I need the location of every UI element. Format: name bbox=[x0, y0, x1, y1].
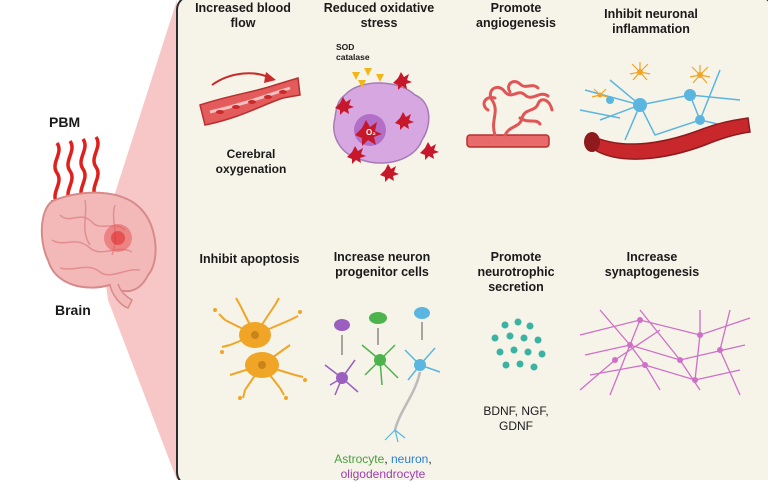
oxidative-stress-title: Reduced oxidative stress bbox=[323, 1, 435, 30]
neuron-text: neuron bbox=[390, 452, 429, 466]
neurotrophic-factors: BDNF, NGF, GDNF bbox=[483, 404, 549, 433]
inflammation-title: Inhibit neuronal inflammation bbox=[604, 7, 698, 36]
cerebral-oxygenation-caption: Cerebral oxygenation bbox=[215, 147, 287, 176]
apoptosis-illustration bbox=[213, 297, 307, 400]
brain-label: Brain bbox=[55, 302, 91, 318]
pbm-label: PBM bbox=[49, 114, 81, 130]
laser-arrows bbox=[53, 135, 100, 205]
inflammation-illustration bbox=[579, 62, 751, 160]
cell-types-legend: Astrocyte, neuron,oligodendrocyte bbox=[318, 452, 448, 482]
synapse-nodes bbox=[612, 317, 723, 383]
blood-flow-title: Increased blood flow bbox=[195, 1, 291, 30]
oligodendrocyte-text: oligodendrocyte bbox=[340, 467, 426, 481]
synaptogenesis-title: Increase synaptogenesis bbox=[604, 250, 700, 279]
separator-2: , bbox=[428, 452, 432, 466]
apoptosis-title: Inhibit apoptosis bbox=[199, 252, 300, 266]
effects-panel bbox=[176, 0, 768, 480]
progenitor-illustration bbox=[324, 307, 441, 443]
enzymes-label: SOD catalase bbox=[336, 42, 370, 62]
brain-illustration bbox=[40, 191, 157, 309]
separator-1: , bbox=[384, 452, 391, 466]
synaptogenesis-illustration bbox=[579, 309, 751, 396]
neurotrophic-title: Promote neurotrophic secretion bbox=[477, 250, 555, 294]
ros-label: O₂ bbox=[366, 128, 376, 137]
blood-vessel-illustration bbox=[199, 72, 301, 126]
angiogenesis-title: Promote angiogenesis bbox=[476, 1, 556, 30]
oxidative-cell-illustration bbox=[333, 68, 439, 182]
angiogenesis-illustration bbox=[466, 80, 554, 148]
progenitor-title: Increase neuron progenitor cells bbox=[333, 250, 431, 279]
astrocyte-text: Astrocyte bbox=[334, 452, 385, 466]
neurotrophic-dots bbox=[491, 318, 546, 371]
